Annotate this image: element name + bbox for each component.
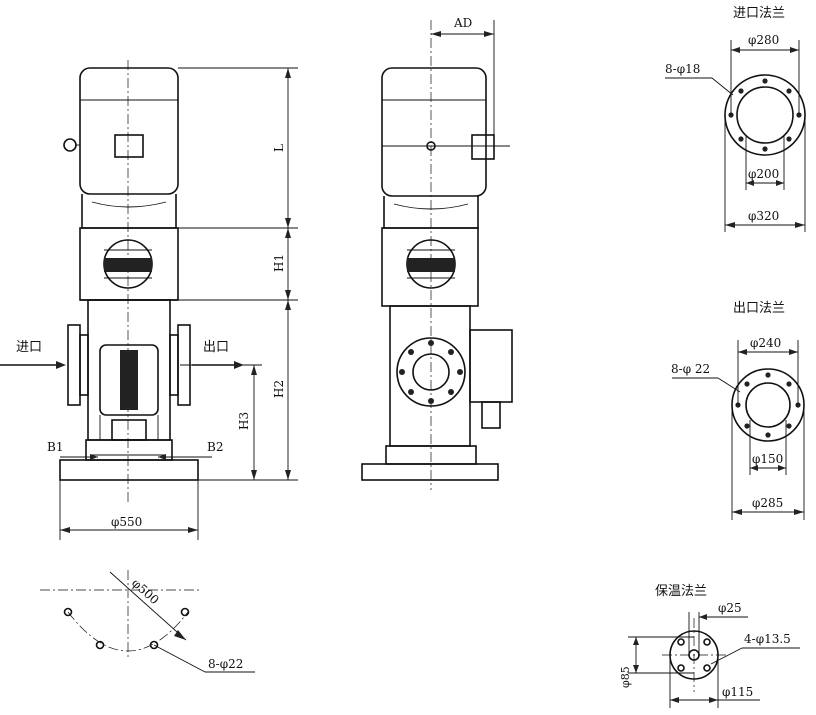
front-view — [0, 60, 298, 540]
dim-b2: B2 — [207, 440, 223, 454]
base-hole-pattern — [40, 570, 255, 673]
inlet-flange-bore: φ200 — [748, 167, 779, 181]
side-view — [361, 20, 513, 490]
outlet-flange-bore: φ150 — [752, 452, 783, 466]
outlet-flange-title: 出口法兰 — [733, 301, 785, 316]
dim-b1: B1 — [47, 440, 63, 454]
dim-pcd-500: φ500 — [129, 576, 162, 607]
inlet-flange-pcd: φ280 — [748, 33, 779, 47]
outlet-flange-pcd: φ240 — [750, 336, 781, 350]
inlet-flange-holes: 8-φ18 — [665, 62, 700, 76]
heating-flange-height: φ85 — [619, 666, 632, 688]
heating-flange-title: 保温法兰 — [655, 584, 707, 599]
outlet-flange — [672, 340, 805, 520]
inlet-flange — [665, 40, 806, 232]
label-inlet: 进口 — [16, 340, 42, 355]
dim-h1: H1 — [272, 254, 286, 272]
dim-base-holes: 8-φ22 — [208, 657, 243, 671]
heating-flange-bore: φ25 — [718, 601, 742, 615]
dim-base-dia: φ550 — [111, 515, 142, 529]
heating-flange-holes: 4-φ13.5 — [744, 632, 791, 646]
inlet-flange-title: 进口法兰 — [733, 6, 785, 21]
dim-ad: AD — [453, 16, 472, 30]
inlet-flange-od: φ320 — [748, 209, 779, 223]
dim-l: L — [272, 144, 286, 152]
heating-flange — [628, 612, 800, 708]
dim-h3: H3 — [237, 412, 251, 430]
outlet-flange-holes: 8-φ 22 — [671, 362, 710, 376]
label-outlet: 出口 — [203, 340, 229, 355]
outlet-flange-od: φ285 — [752, 496, 783, 510]
dim-h2: H2 — [272, 380, 286, 398]
heating-flange-od: φ115 — [722, 685, 753, 699]
